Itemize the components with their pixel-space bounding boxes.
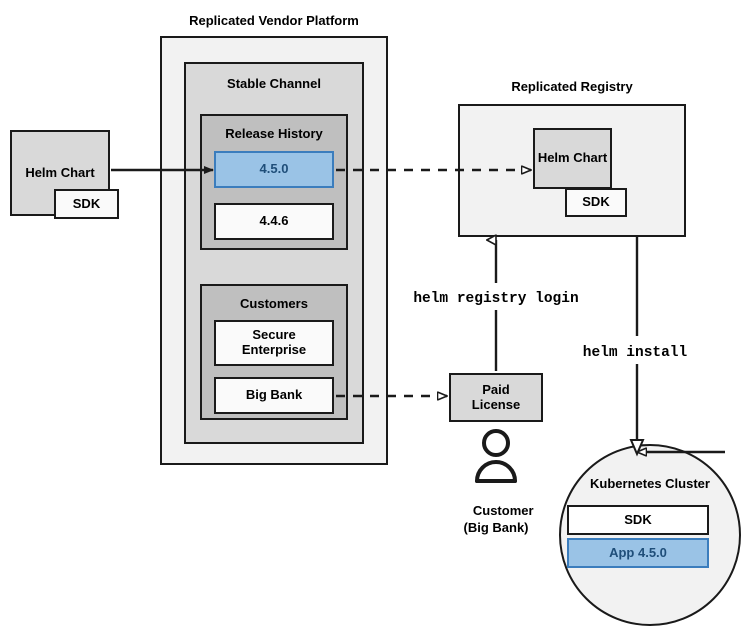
customer-caption: Customer (Big Bank): [426, 487, 566, 552]
release-item-4-4-6[interactable]: 4.4.6: [214, 203, 334, 240]
customer-item-secure-enterprise-label: Secure Enterprise: [241, 327, 307, 357]
command-helm-install: helm install: [582, 345, 688, 361]
paid-license-label: Paid License: [471, 381, 521, 412]
registry-helm-chart-sdk-label: SDK: [582, 194, 610, 210]
release-item-4-4-6-label: 4.4.6: [259, 213, 289, 229]
customers-label: Customers: [240, 296, 308, 311]
registry-helm-chart-sdk-box[interactable]: SDK: [565, 188, 627, 217]
stable-channel-label: Stable Channel: [227, 76, 321, 91]
kubernetes-cluster-label: Kubernetes Cluster: [590, 476, 710, 491]
cluster-item-sdk[interactable]: SDK: [567, 505, 709, 535]
customer-item-big-bank-label: Big Bank: [245, 387, 303, 403]
cluster-item-app[interactable]: App 4.5.0: [567, 538, 709, 568]
vendor-platform-title: Replicated Vendor Platform: [189, 13, 359, 28]
command-helm-registry-login: helm registry login: [413, 291, 579, 307]
registry-helm-chart-label: Helm Chart: [537, 150, 608, 166]
cluster-item-app-label: App 4.5.0: [609, 544, 667, 560]
release-history-label: Release History: [225, 126, 323, 141]
left-helm-chart-sdk-label: SDK: [72, 195, 101, 211]
registry-helm-chart-box[interactable]: Helm Chart: [533, 128, 612, 189]
replicated-registry-title: Replicated Registry: [511, 79, 633, 94]
customer-caption-text: Customer (Big Bank): [463, 503, 534, 535]
kubernetes-cluster-circle: [559, 444, 741, 626]
customer-item-big-bank[interactable]: Big Bank: [214, 377, 334, 414]
left-helm-chart-label: Helm Chart: [25, 164, 95, 180]
paid-license-box[interactable]: Paid License: [449, 373, 543, 422]
cluster-item-sdk-label: SDK: [624, 511, 652, 527]
person-icon: [475, 429, 517, 483]
customer-item-secure-enterprise[interactable]: Secure Enterprise: [214, 320, 334, 366]
release-item-4-5-0-label: 4.5.0: [259, 161, 289, 177]
left-helm-chart-sdk-box[interactable]: SDK: [54, 189, 119, 219]
release-item-4-5-0[interactable]: 4.5.0: [214, 151, 334, 188]
